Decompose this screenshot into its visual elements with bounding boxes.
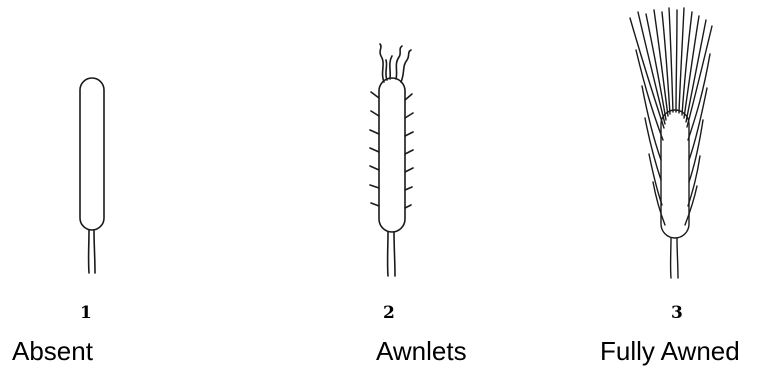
label-fully-awned: Fully Awned (600, 338, 740, 364)
panel-number-2: 2 (383, 305, 395, 322)
label-awnlets: Awnlets (376, 338, 467, 364)
label-absent: Absent (12, 338, 93, 364)
panel-number-3: 3 (671, 305, 683, 322)
panel-number-1: 1 (80, 305, 92, 322)
